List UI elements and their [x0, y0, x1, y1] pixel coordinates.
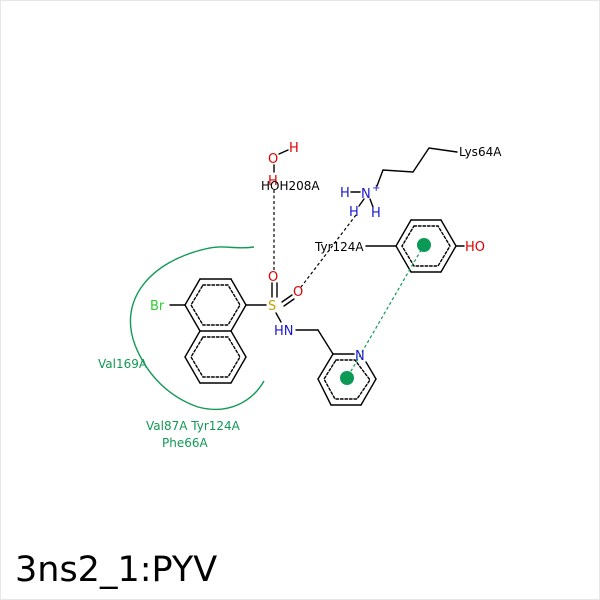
naphthalene-ring-lower — [184, 330, 247, 384]
amide-nitrogen-label: HN — [274, 324, 294, 339]
water-oxygen-label: O — [268, 152, 278, 167]
lysine-side-chain — [376, 147, 458, 187]
tyrosine-residue-label: Tyr124A — [314, 240, 364, 254]
hydrophobic-residues-line1: Val87A Tyr124A — [146, 419, 241, 433]
naphthalene-ring-upper — [184, 278, 247, 332]
ammonium-charge-label: + — [372, 183, 380, 194]
pyridine-nitrogen-label: N — [355, 349, 365, 364]
tyrosine-ring — [365, 219, 465, 273]
hbond-lys-sulfonyl — [300, 214, 357, 288]
s-n-bond — [275, 312, 282, 323]
s-o-right-bond-a — [281, 294, 293, 303]
water-residue-label: HOH208A — [261, 179, 320, 193]
water-hydrogen-top-label: H — [289, 141, 299, 156]
hydrophobic-residues-line2: Phe66A — [162, 436, 208, 450]
sulfonyl-oxygen-upper-label: O — [268, 270, 278, 285]
s-o-right-bond-b — [283, 298, 295, 307]
pyridine-ring — [317, 353, 377, 406]
sulfonyl-oxygen-lower-label: O — [293, 285, 303, 300]
pi-center-pyridine — [340, 371, 354, 385]
bromine-label: Br — [150, 299, 165, 314]
pi-center-tyrosine — [417, 238, 431, 252]
ch2-pyridine-bond — [317, 329, 334, 355]
hydrophobic-contact-arc — [129, 246, 265, 411]
nh-bond-br — [369, 198, 374, 208]
ammonium-hydrogen-br-label: H — [371, 206, 381, 221]
ammonium-nitrogen-label: N — [361, 187, 371, 202]
sulfur-label: S — [268, 299, 276, 314]
water-oh-bond-top — [278, 149, 289, 155]
nh-bond-bl — [358, 198, 365, 207]
lysine-residue-label: Lys64A — [459, 145, 502, 159]
val169-residue-label: Val169A — [98, 357, 148, 371]
pi-stacking-line — [346, 244, 425, 379]
water-hydrogen-bottom-label: H — [268, 174, 278, 189]
ammonium-hydrogen-left-label: H — [340, 186, 350, 201]
diagram-title: 3ns2_1:PYV — [15, 550, 218, 590]
phenol-oh-label: HO — [465, 240, 485, 255]
ammonium-hydrogen-bl-label: H — [349, 205, 359, 220]
